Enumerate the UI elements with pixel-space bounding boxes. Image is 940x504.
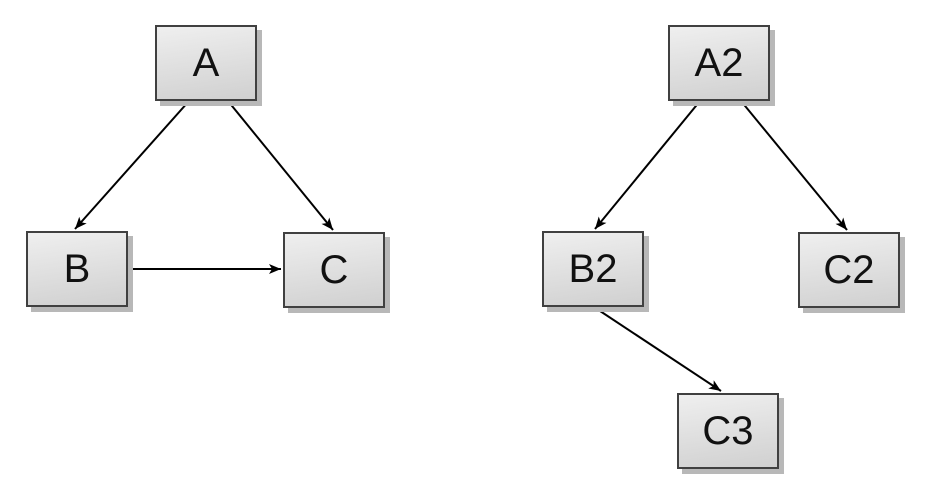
node-a2-label: A2 xyxy=(694,41,744,85)
node-c3-box[interactable]: C3 xyxy=(677,393,779,469)
node-b-box[interactable]: B xyxy=(26,231,128,307)
node-b2-label: B2 xyxy=(568,247,618,291)
edge-A2-to-C2[interactable] xyxy=(740,100,848,231)
node-a-box[interactable]: A xyxy=(155,25,257,101)
node-c2-label: C2 xyxy=(823,248,875,292)
edge-A2-to-B2[interactable] xyxy=(594,100,701,230)
edge-B2-to-C3[interactable] xyxy=(593,306,722,392)
node-a2-box[interactable]: A2 xyxy=(668,25,770,101)
edge-A-to-C[interactable] xyxy=(227,100,334,231)
node-c3-label: C3 xyxy=(702,409,754,453)
node-b-label: B xyxy=(63,247,91,291)
node-b2-box[interactable]: B2 xyxy=(542,231,644,307)
edge-A-to-B[interactable] xyxy=(74,100,190,230)
node-c-label: C xyxy=(319,248,349,292)
node-c-box[interactable]: C xyxy=(283,232,385,308)
node-c2-box[interactable]: C2 xyxy=(798,232,900,308)
node-a-label: A xyxy=(192,41,220,85)
